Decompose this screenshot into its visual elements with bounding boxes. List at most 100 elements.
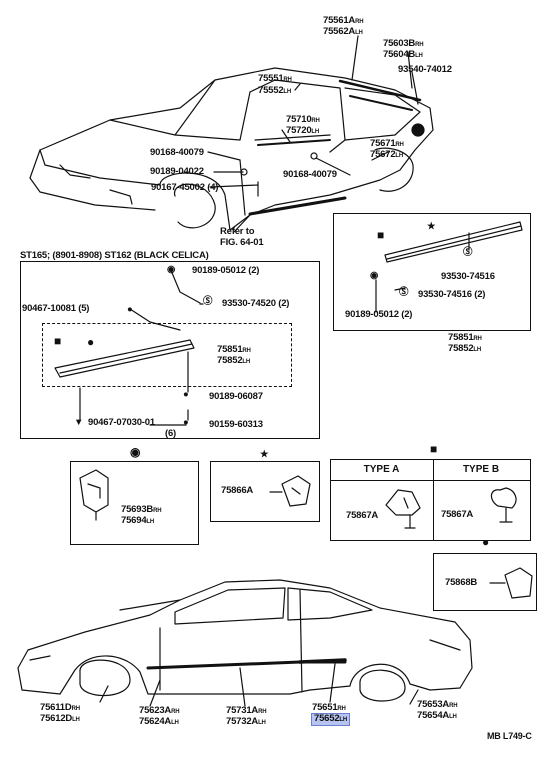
part-number: 75710 <box>286 114 312 125</box>
side-tag: LH <box>449 714 457 720</box>
clip-75868-drawing <box>489 567 533 599</box>
part-number: 75551 <box>258 73 284 84</box>
part-number: 75732A <box>226 716 259 727</box>
part-label-93530-74520: 93530-74520 (2) <box>222 298 290 309</box>
part-number: 75651 <box>312 702 338 713</box>
side-tag: RH <box>355 19 364 25</box>
circle-symbol-icon: ● <box>482 535 490 549</box>
part-label-75852-a: 75852LH <box>217 356 250 367</box>
part-label-75604b: 75604BLH <box>383 50 423 61</box>
part-label-75732a: 75732ALH <box>226 717 266 728</box>
side-tag: RH <box>153 508 162 514</box>
side-tag: LH <box>171 720 179 726</box>
part-label-75693b: 75693BRH <box>121 504 162 516</box>
part-number: 75604B <box>383 49 416 60</box>
star-symbol-icon: ★ <box>427 221 436 232</box>
part-label-90189-04022: 90189-04022 <box>150 166 204 177</box>
part-label-75603b: 75603BRH <box>383 39 424 50</box>
side-tag: RH <box>311 118 320 124</box>
screw-marker-icon: ▼ <box>74 417 84 428</box>
refer-line-1: Refer to <box>220 226 255 237</box>
part-number: 75611D <box>40 702 72 713</box>
side-tag: RH <box>415 42 424 48</box>
side-tag: LH <box>339 717 348 723</box>
side-tag: RH <box>283 77 292 83</box>
part-number: 75672 <box>370 149 396 160</box>
star-symbol-icon: ★ <box>260 449 269 460</box>
side-tag: LH <box>72 717 80 723</box>
part-label-75653a: 75653ARH <box>417 700 458 711</box>
part-label-75852-b: 75852LH <box>448 344 481 355</box>
part-label-75671: 75671RH <box>370 139 404 150</box>
part-label-90159-60313: 90159-60313 <box>209 419 263 430</box>
part-number: 75612D <box>40 713 73 724</box>
part-label-75867a-type-b: 75867A <box>441 509 474 520</box>
part-number: 75623A <box>139 705 172 716</box>
part-number: 75624A <box>139 716 172 727</box>
part-label-75612d: 75612DLH <box>40 714 80 725</box>
left-detail-box <box>20 261 320 439</box>
part-label-75624a: 75624ALH <box>139 717 179 728</box>
part-label-75623a: 75623ARH <box>139 705 180 717</box>
clip-75866-drawing <box>269 475 311 507</box>
type-a-header: TYPE A <box>363 464 400 475</box>
square-symbol-icon: ■ <box>377 228 385 242</box>
part-label-75731a: 75731ARH <box>226 706 267 717</box>
right-detail-drawing <box>375 221 523 313</box>
part-label-90189-05012-a: 90189-05012 (2) <box>192 265 260 276</box>
part-label-90467-10081: 90467-10081 (5) <box>22 303 90 314</box>
square-symbol-icon: ■ <box>430 442 438 456</box>
side-tag: LH <box>473 347 482 353</box>
part-number: 75852 <box>448 343 474 354</box>
part-number: 75654A <box>417 710 450 721</box>
left-detail-drawing <box>54 267 204 426</box>
clip-group-marker-icon: ◉ <box>130 445 141 459</box>
side-tag: LH <box>355 30 363 36</box>
part-label-75710: 75710RH <box>286 115 320 126</box>
part-label-90467-07030-01: 90467-07030-01 <box>88 417 155 428</box>
side-tag: LH <box>146 519 155 525</box>
s-symbol-icon: Ⓢ <box>463 247 473 258</box>
type-b-header: TYPE B <box>462 464 500 475</box>
s-symbol-icon: Ⓢ <box>203 296 213 307</box>
part-label-75672: 75672LH <box>370 150 403 161</box>
clip-box-75868 <box>433 553 537 611</box>
part-label-90167: 90167-45002 (4) <box>151 182 219 193</box>
part-label-75867a-type-a: 75867A <box>346 510 379 521</box>
part-label-75652-highlighted[interactable]: 75652LH <box>310 713 351 726</box>
table-header-divider <box>330 480 530 481</box>
part-number: 75852 <box>217 355 243 366</box>
part-number: 75552 <box>258 85 284 96</box>
side-tag: RH <box>473 336 482 342</box>
side-tag: RH <box>258 709 267 715</box>
part-label-93530-74516-2: 93530-74516 (2) <box>418 289 486 300</box>
part-label-90189-06087: 90189-06087 <box>209 391 263 402</box>
clip-75867-type-b-drawing <box>490 487 517 523</box>
figure-id: MB L749-C <box>487 731 532 741</box>
side-tag: LH <box>283 89 292 95</box>
part-label-75694: 75694LH <box>121 516 154 527</box>
s-symbol-icon: Ⓢ <box>399 287 409 298</box>
side-tag: LH <box>258 720 266 726</box>
part-number: 75720 <box>286 125 312 136</box>
clip-box-75866 <box>210 461 320 522</box>
part-label-75562a: 75562ALH <box>323 27 363 38</box>
part-number: 75561A <box>323 15 356 26</box>
nut-marker-icon: ● <box>183 389 189 400</box>
part-label-75866a: 75866A <box>221 485 254 496</box>
nut-marker-icon: ◉ <box>370 270 379 281</box>
right-detail-box <box>333 213 531 331</box>
part-number: 75652 <box>314 713 340 724</box>
part-number: 75562A <box>323 26 356 37</box>
part-label-75851-b: 75851RH <box>448 333 482 344</box>
side-tag: RH <box>395 142 404 148</box>
table-column-divider <box>433 459 434 540</box>
bolt-marker-icon: ● <box>183 417 189 428</box>
part-number: 75693B <box>121 504 154 515</box>
square-symbol-icon: ■ <box>54 334 62 348</box>
clip-marker-icon: ◉ <box>167 264 176 275</box>
part-label-75654a: 75654ALH <box>417 711 457 722</box>
part-number: 75694 <box>121 515 147 526</box>
side-tag: RH <box>71 706 80 712</box>
left-moulding-group <box>42 323 292 387</box>
